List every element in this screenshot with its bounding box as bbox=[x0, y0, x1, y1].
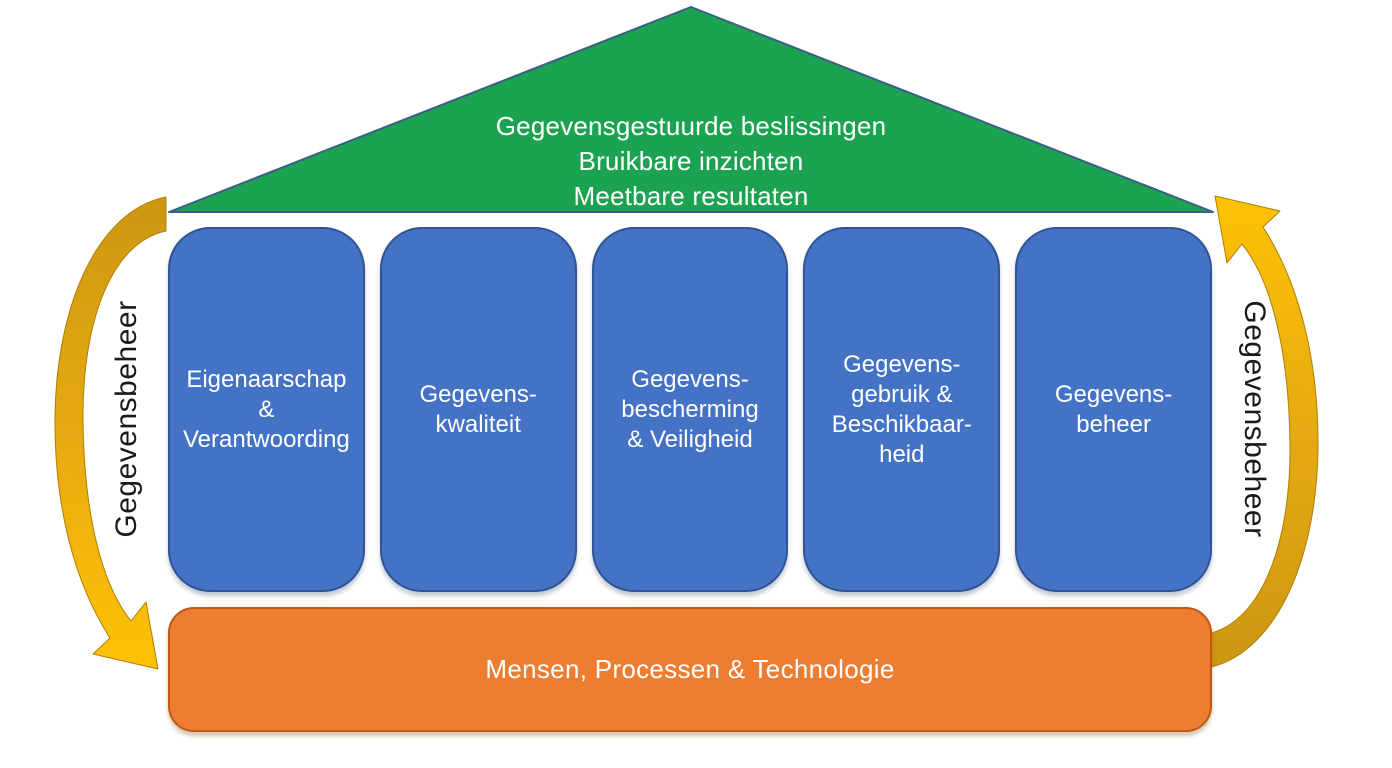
roof-triangle bbox=[168, 6, 1214, 213]
pillars-row: Eigenaarschap & Verantwoording Gegevens-… bbox=[168, 227, 1212, 592]
pillar-gegevenskwaliteit: Gegevens- kwaliteit bbox=[379, 227, 577, 592]
pillar-line: bescherming bbox=[621, 395, 759, 423]
pillar-line: heid bbox=[879, 440, 925, 468]
pillar-line: & Veiligheid bbox=[627, 425, 753, 453]
pillar-gegevensbeheer: Gegevens- beheer bbox=[1015, 227, 1212, 592]
roof-line: Bruikbare inzichten bbox=[578, 146, 804, 176]
pillar-eigenaarschap-verantwoording: Eigenaarschap & Verantwoording bbox=[168, 227, 365, 592]
pillar-line: kwaliteit bbox=[435, 410, 521, 438]
pillar-gegevensbescherming-veiligheid: Gegevens- bescherming & Veiligheid bbox=[591, 227, 789, 592]
roof-line: Meetbare resultaten bbox=[573, 181, 809, 211]
pillar-line: beheer bbox=[1076, 410, 1151, 438]
side-label-right: Gegevensbeheer bbox=[1238, 300, 1271, 538]
roof-line: Gegevensgestuurde beslissingen bbox=[495, 111, 887, 141]
foundation-label: Mensen, Processen & Technologie bbox=[485, 654, 895, 684]
pillar-line: gebruik & bbox=[851, 380, 953, 408]
roof-text: Gegevensgestuurde beslissingen Bruikbare… bbox=[346, 109, 1036, 214]
pillar-line: Gegevens- bbox=[1054, 380, 1173, 408]
pillar-line: Gegevens- bbox=[631, 365, 749, 393]
pillar-line: Eigenaarschap bbox=[186, 365, 347, 393]
side-label-left: Gegevensbeheer bbox=[110, 300, 143, 538]
pillar-line: Gegevens- bbox=[419, 380, 537, 408]
pillar-line: Gegevens- bbox=[843, 350, 961, 378]
foundation-bar: Mensen, Processen & Technologie bbox=[168, 607, 1212, 732]
pillar-line: Beschikbaar- bbox=[831, 410, 972, 438]
pillar-gegevensgebruik-beschikbaarheid: Gegevens- gebruik & Beschikbaar- heid bbox=[803, 227, 1001, 592]
pillar-line: Verantwoording bbox=[183, 425, 350, 453]
cycle-arrow-down-icon bbox=[54, 196, 167, 670]
pillar-line: & bbox=[258, 395, 275, 423]
cycle-arrow-up-icon bbox=[1206, 195, 1319, 669]
